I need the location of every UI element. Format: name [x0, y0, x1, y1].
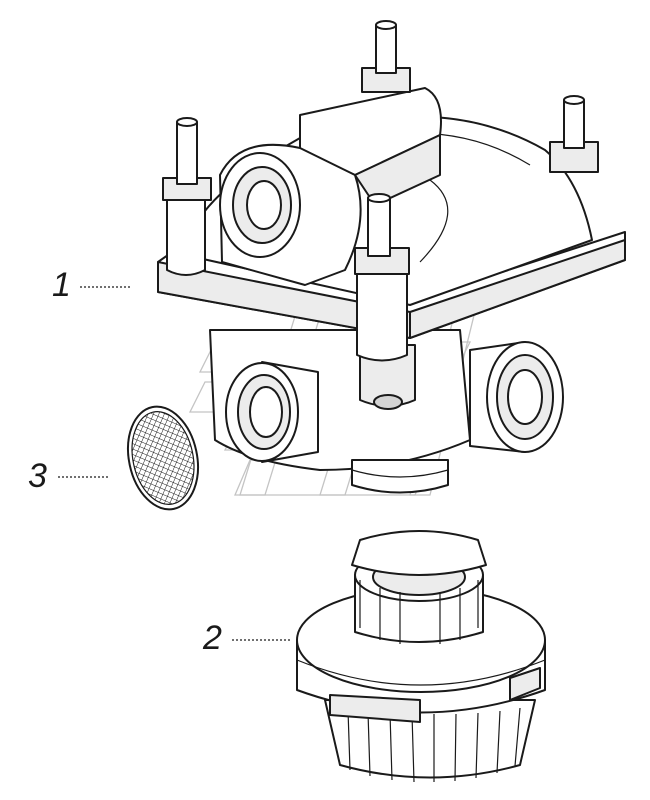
callout-number-3: 3	[28, 457, 47, 495]
top-outlet	[219, 143, 362, 286]
stud-bolt-front-left	[162, 117, 212, 276]
callout-number-1: 1	[52, 266, 71, 304]
muffler	[296, 530, 546, 783]
mesh-filter	[127, 405, 199, 511]
right-port	[469, 341, 564, 453]
stud-bolt-front-right	[354, 193, 410, 362]
callout-number-2: 2	[203, 619, 222, 657]
left-port	[225, 361, 319, 463]
stud-bolt-rear-right	[549, 95, 599, 173]
stud-bolt-rear-left	[361, 20, 411, 93]
valve-body	[157, 20, 626, 494]
